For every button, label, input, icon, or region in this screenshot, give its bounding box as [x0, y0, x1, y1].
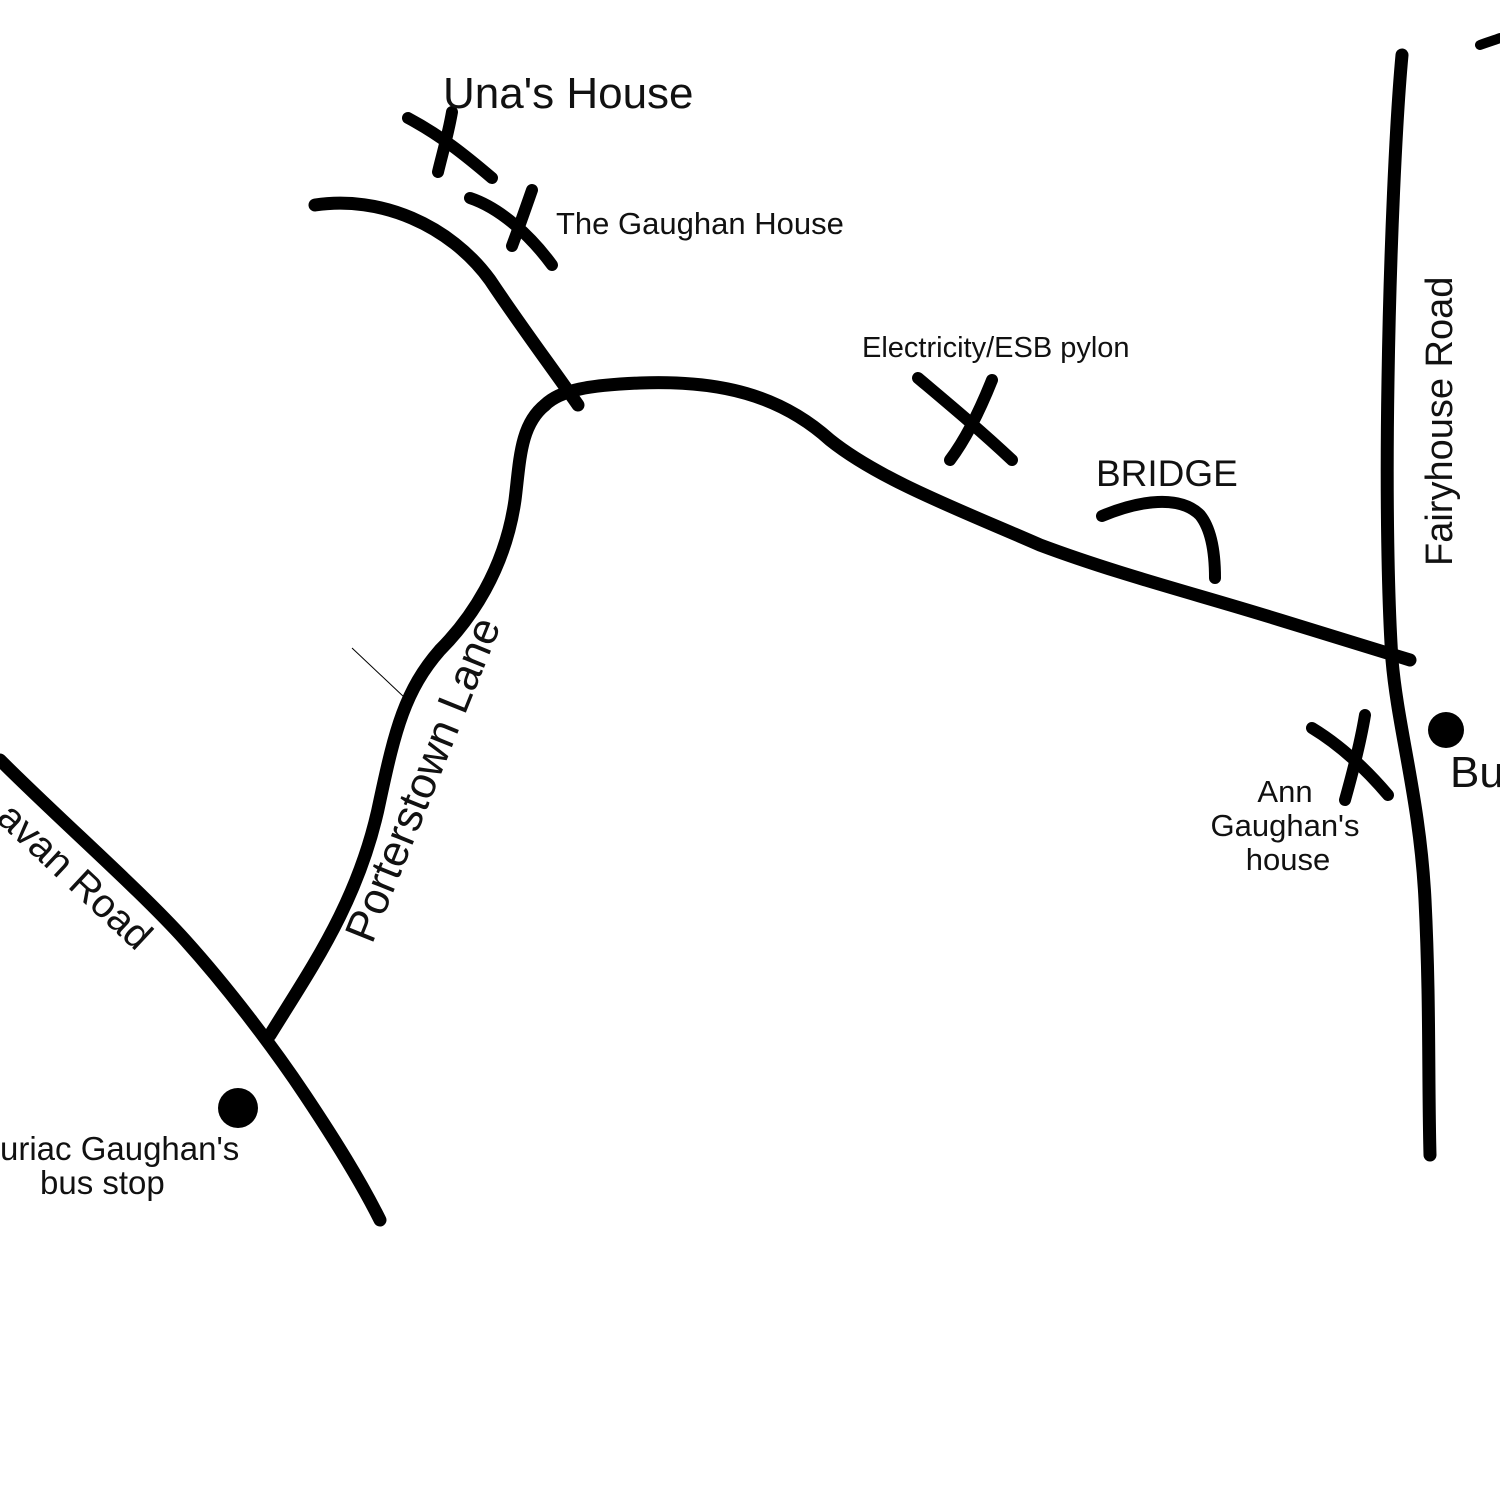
- pylon-label: Electricity/ESB pylon: [862, 332, 1130, 364]
- una-house-marker-icon: [402, 106, 498, 184]
- road-top-right-fragment: [1475, 33, 1500, 50]
- road-main-east: [538, 376, 1417, 667]
- gaughan-house-label: The Gaughan House: [556, 206, 844, 241]
- bridge-arc-icon: [1096, 495, 1221, 584]
- fairyhouse-road-label: Fairyhouse Road: [1419, 277, 1461, 566]
- road-northwest-spur: [308, 196, 585, 412]
- bus-stop-right-icon: [1428, 712, 1464, 748]
- kuriac-bus-stop-icon: [218, 1088, 258, 1128]
- bus-stop-right-label: Bu: [1450, 748, 1500, 797]
- pylon-marker-icon: [912, 372, 1018, 466]
- thin-tick-line: [351, 647, 406, 699]
- ann-gaughan-label-line2: Gaughan's: [1211, 808, 1360, 843]
- road-navan-road: [0, 753, 387, 1227]
- road-fairyhouse-road: [1380, 48, 1437, 1162]
- gaughan-house-marker-icon: [464, 184, 558, 271]
- ann-gaughan-house-marker-icon: [1306, 709, 1394, 806]
- navan-road-label: avan Road: [0, 794, 160, 958]
- kuriac-bus-stop-label-line1: uriac Gaughan's: [0, 1130, 239, 1167]
- ann-gaughan-label-line3: house: [1246, 842, 1330, 877]
- ann-gaughan-label-line1: Ann: [1257, 774, 1312, 809]
- kuriac-bus-stop-label-line2: bus stop: [40, 1164, 165, 1201]
- una-house-label: Una's House: [443, 69, 694, 118]
- road-porterstown-lane: [263, 398, 552, 1042]
- bridge-label: BRIDGE: [1096, 453, 1238, 494]
